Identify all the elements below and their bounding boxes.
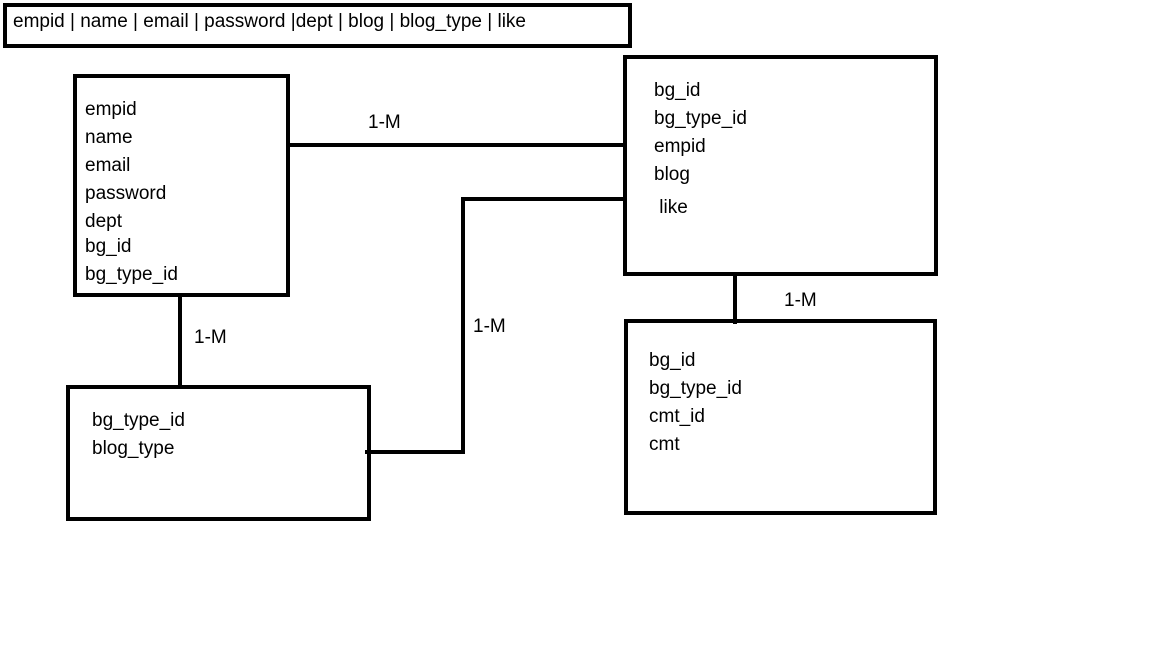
blog-field-list: bg_id bg_type_id empid blog like bbox=[654, 77, 747, 222]
blog-field: bg_id bbox=[654, 80, 701, 101]
blog-comment-connector bbox=[733, 274, 737, 324]
blog-type-blog-connector-top bbox=[461, 197, 625, 201]
blog-type-blog-cardinality: 1-M bbox=[473, 316, 506, 337]
comment-field: bg_type_id bbox=[649, 378, 742, 399]
comment-field: cmt_id bbox=[649, 406, 705, 427]
employee-field: name bbox=[85, 127, 133, 148]
blog-field: blog bbox=[654, 164, 690, 185]
blog-field: bg_type_id bbox=[654, 108, 747, 129]
blog-field: empid bbox=[654, 136, 706, 157]
employee-blog-connector bbox=[288, 143, 625, 147]
employee-blog-type-connector bbox=[178, 295, 182, 387]
comment-field: bg_id bbox=[649, 350, 696, 371]
blog-type-entity-box: bg_type_id blog_type bbox=[66, 385, 371, 521]
employee-field: bg_id bbox=[85, 236, 132, 257]
blog-type-blog-connector-vertical bbox=[461, 197, 465, 454]
employee-field: email bbox=[85, 155, 131, 176]
blog-type-blog-connector-bottom bbox=[365, 450, 465, 454]
blog-field: like bbox=[654, 197, 688, 218]
comment-entity-box: bg_id bg_type_id cmt_id cmt bbox=[624, 319, 937, 515]
employee-blog-cardinality: 1-M bbox=[368, 112, 401, 133]
employee-blog-type-cardinality: 1-M bbox=[194, 327, 227, 348]
employee-field: empid bbox=[85, 99, 137, 120]
blog-type-field: blog_type bbox=[92, 438, 175, 459]
flat-table-fields: empid | name | email | password |dept | … bbox=[13, 11, 526, 32]
employee-field-list: empid name email password dept bg_id bg_… bbox=[85, 96, 178, 289]
comment-field-list: bg_id bg_type_id cmt_id cmt bbox=[649, 347, 742, 459]
employee-entity-box: empid name email password dept bg_id bg_… bbox=[73, 74, 290, 297]
blog-type-field: bg_type_id bbox=[92, 410, 185, 431]
flat-table-box: empid | name | email | password |dept | … bbox=[3, 3, 632, 48]
blog-type-field-list: bg_type_id blog_type bbox=[92, 407, 185, 463]
employee-field: bg_type_id bbox=[85, 264, 178, 285]
employee-field: password bbox=[85, 183, 167, 204]
blog-entity-box: bg_id bg_type_id empid blog like bbox=[623, 55, 938, 276]
employee-field: dept bbox=[85, 211, 122, 232]
blog-comment-cardinality: 1-M bbox=[784, 290, 817, 311]
comment-field: cmt bbox=[649, 434, 680, 455]
